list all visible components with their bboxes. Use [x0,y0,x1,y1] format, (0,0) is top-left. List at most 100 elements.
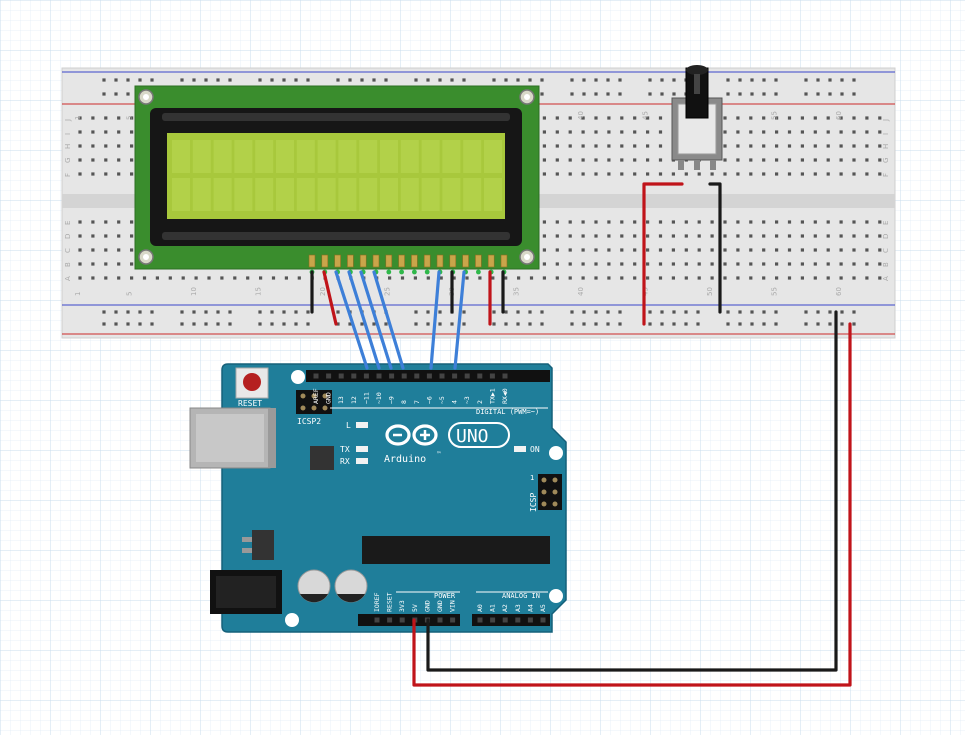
header-pin[interactable] [450,617,456,623]
wire-red[interactable] [322,270,338,326]
rail-hole [540,310,544,314]
header-pin[interactable] [477,373,483,379]
lcd-char-cell [296,140,315,173]
rail-hole [426,78,430,82]
breadboard-hole [671,172,675,176]
rail-hole [774,78,778,82]
rail-hole [648,78,652,82]
header-pin[interactable] [313,373,319,379]
breadboard-hole [878,276,882,280]
wire-blue[interactable] [347,270,381,370]
pin-label: VIN [449,600,457,612]
reset-button[interactable] [235,367,269,399]
breadboard-hole [78,172,82,176]
row-letter: E [882,221,890,225]
header-pin[interactable] [387,617,393,623]
rail-hole [270,78,274,82]
header-pin[interactable] [489,373,495,379]
rail-hole [618,78,622,82]
breadboard-hole [620,234,624,238]
breadboard-hole [568,144,572,148]
breadboard-hole [710,172,714,176]
header-pin[interactable] [426,373,432,379]
breadboard-hole [787,144,792,148]
breadboard-hole [568,262,572,266]
header-pin[interactable] [399,617,405,623]
rail-hole [648,322,652,326]
rail-hole [660,78,664,82]
column-number: 5 [126,116,134,120]
breadboard-hole [684,248,688,252]
lcd-char-cell [484,178,502,211]
rail-hole [270,310,274,314]
rail-hole [570,310,574,314]
usb-chip [310,446,334,470]
rail-hole [306,310,310,314]
connection-dot [424,269,430,275]
breadboard-hole [878,248,882,252]
breadboard-hole [542,144,546,148]
rail-hole [570,322,574,326]
header-pin[interactable] [338,373,344,379]
wire-blue[interactable] [429,270,441,370]
breadboard-hole [723,276,727,280]
header-pin[interactable] [389,373,395,379]
header-pin[interactable] [326,373,332,379]
breadboard-hole [117,220,121,224]
lcd-char-cell [400,178,419,211]
breadboard-hole [813,220,817,224]
wire-black[interactable] [708,182,722,314]
rail-hole [516,310,520,314]
breadboard-hole [581,144,585,148]
header-pin[interactable] [414,373,420,379]
header-pin[interactable] [477,617,483,623]
breadboard-hole [762,276,766,280]
wire-red[interactable] [412,322,852,687]
breadboard-hole [633,144,637,148]
breadboard-hole [220,276,224,280]
wire-blue[interactable] [372,270,405,370]
wire-blue[interactable] [359,270,393,370]
lcd-char-cell [192,140,211,173]
lcd-char-cell [442,140,461,173]
header-pin[interactable] [527,617,533,623]
breadboard-hole [658,276,663,280]
header-pin[interactable] [437,617,443,623]
breadboard-hole [878,130,882,134]
rail-hole [528,78,532,82]
pin-label: A1 [489,604,497,612]
header-pin[interactable] [515,617,521,623]
header-pin[interactable] [374,617,380,623]
wire-blue[interactable] [453,270,466,370]
wire-black[interactable] [426,310,838,672]
potentiometer[interactable] [671,65,723,170]
header-pin[interactable] [376,373,382,379]
breadboard-hole [104,172,108,176]
breadboard-hole [168,276,172,280]
breadboard-hole [594,234,598,238]
header-pin[interactable] [401,373,407,379]
header-pin[interactable] [464,373,470,379]
rail-hole [762,92,766,96]
header-pin[interactable] [490,617,496,623]
breadboard-hole [658,116,663,120]
header-pin[interactable] [452,373,458,379]
wire-blue[interactable] [334,270,369,370]
breadboard-hole [787,172,792,176]
header-pin[interactable] [540,617,546,623]
header-pin[interactable] [439,373,445,379]
header-pin[interactable] [502,373,508,379]
header-pin[interactable] [363,373,369,379]
breadboard-hole [271,276,276,280]
lcd-pin [398,254,405,268]
header-pin[interactable] [502,617,508,623]
header-pin[interactable] [351,373,357,379]
breadboard-hole [633,276,637,280]
breadboard-hole [839,144,843,148]
wire-red[interactable] [642,182,684,326]
analog-label: ANALOG IN [502,592,540,600]
breadboard-hole [787,158,792,162]
breadboard-hole [826,248,830,252]
rail-hole [372,78,376,82]
rail-hole [138,322,142,326]
